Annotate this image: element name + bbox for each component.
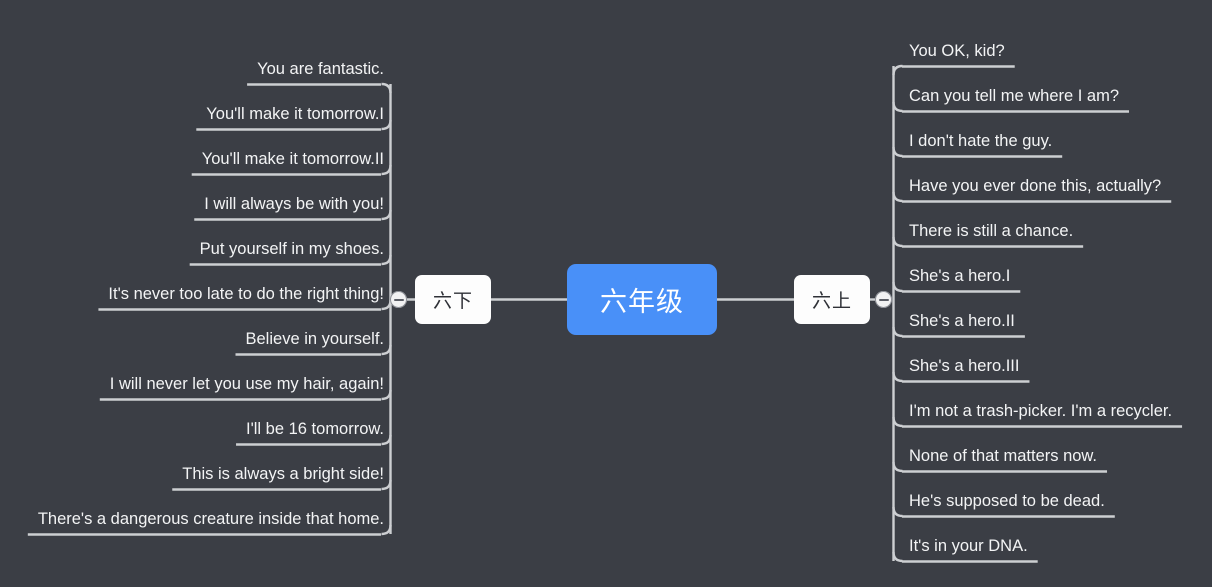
leaf-node[interactable]: He's supposed to be dead.	[909, 492, 1105, 510]
leaf-node[interactable]: I will always be with you!	[204, 195, 384, 213]
leaf-node[interactable]: She's a hero.II	[909, 312, 1015, 330]
leaf-node[interactable]: There's a dangerous creature inside that…	[37, 510, 384, 528]
leaf-node[interactable]: There is still a chance.	[909, 222, 1074, 240]
branch-node-left[interactable]: 六下	[415, 275, 491, 324]
leaf-node[interactable]: You are fantastic.	[257, 60, 384, 78]
leaf-node[interactable]: None of that matters now.	[909, 447, 1098, 465]
minus-circle-icon-right[interactable]	[875, 291, 892, 308]
leaf-node[interactable]: I'm not a trash-picker. I'm a recycler.	[909, 402, 1173, 420]
leaf-node[interactable]: It's in your DNA.	[909, 537, 1028, 555]
leaf-node[interactable]: She's a hero.III	[909, 357, 1020, 375]
leaf-node[interactable]: You'll make it tomorrow.II	[201, 150, 384, 168]
leaf-node[interactable]: Can you tell me where I am?	[909, 87, 1120, 105]
leaf-node[interactable]: I will never let you use my hair, again!	[109, 375, 384, 393]
leaf-node[interactable]: You OK, kid?	[909, 42, 1005, 60]
branch-node-right[interactable]: 六上	[794, 275, 870, 324]
leaf-node[interactable]: I don't hate the guy.	[909, 132, 1053, 150]
leaf-node[interactable]: I'll be 16 tomorrow.	[246, 420, 384, 438]
leaf-node[interactable]: Believe in yourself.	[245, 330, 385, 348]
leaf-node[interactable]: This is always a bright side!	[182, 465, 384, 483]
leaf-node[interactable]: She's a hero.I	[909, 267, 1011, 285]
leaf-node[interactable]: Put yourself in my shoes.	[199, 240, 384, 258]
root-node[interactable]: 六年级	[567, 264, 717, 335]
leaf-node[interactable]: Have you ever done this, actually?	[909, 177, 1162, 195]
leaf-node[interactable]: It's never too late to do the right thin…	[108, 285, 384, 303]
minus-circle-icon-left[interactable]	[390, 291, 407, 308]
leaf-node[interactable]: You'll make it tomorrow.I	[206, 105, 384, 123]
